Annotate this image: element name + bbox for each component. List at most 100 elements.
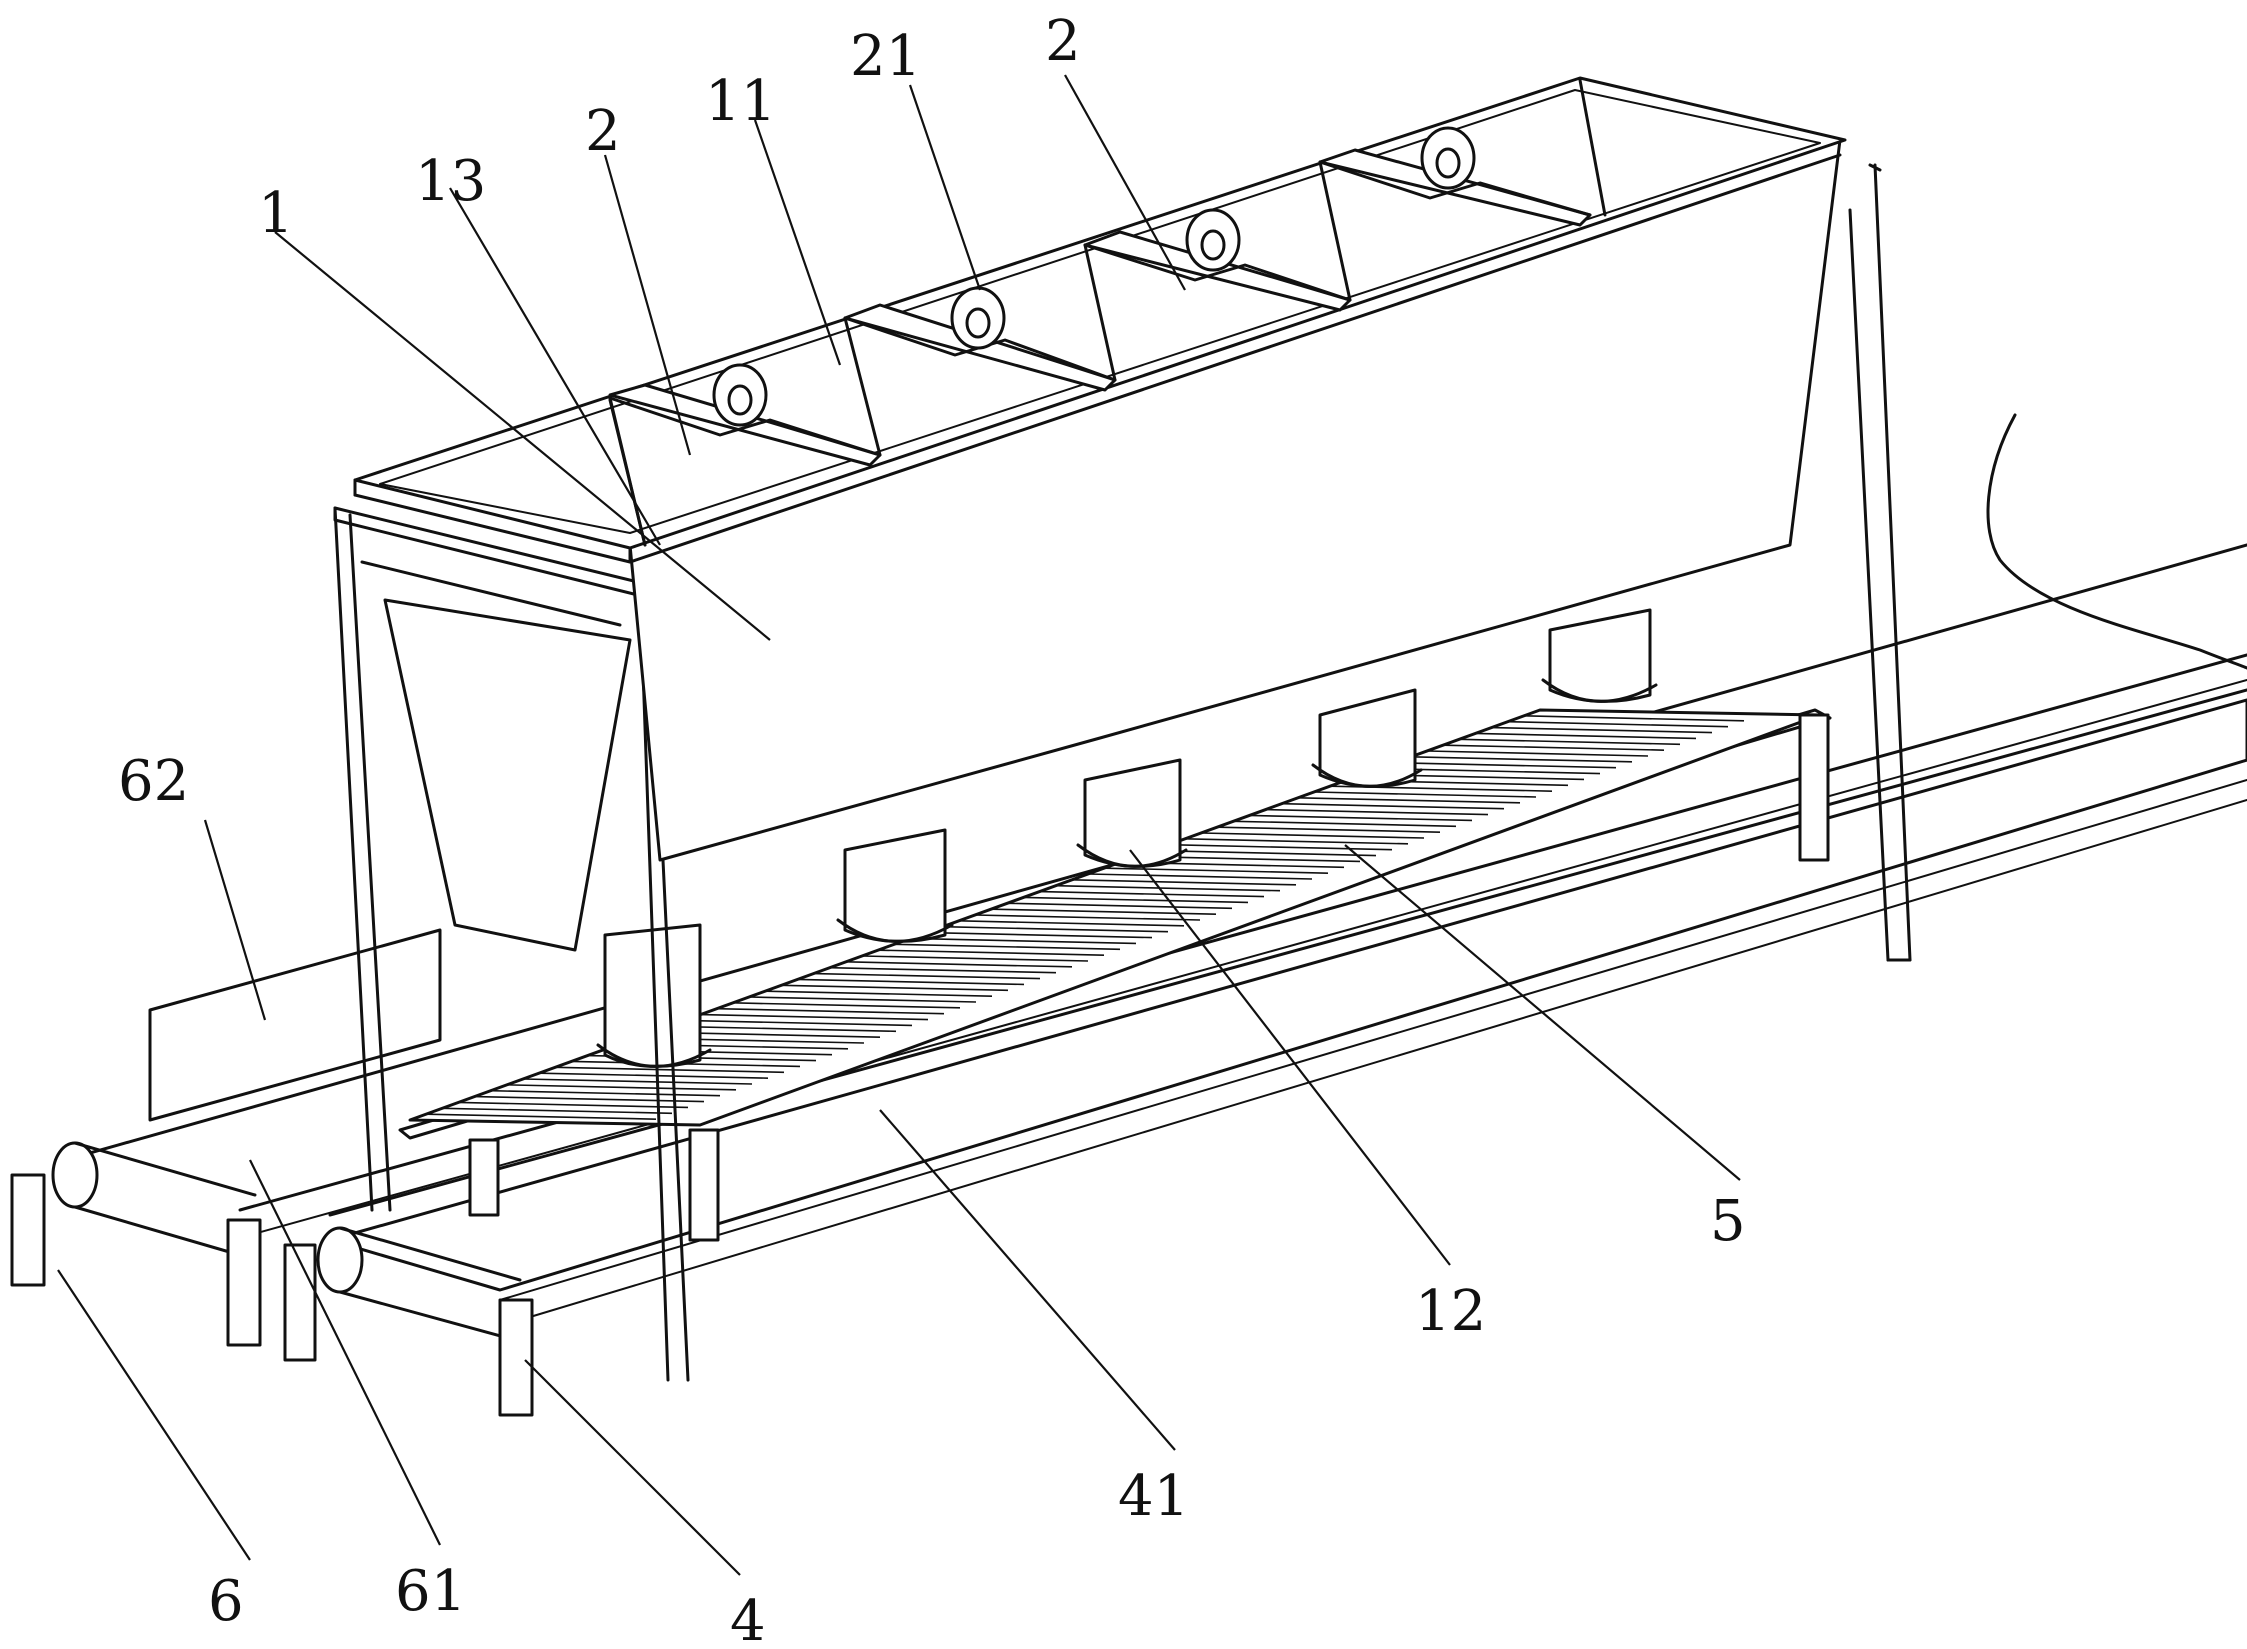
mesh-line <box>1443 744 1665 751</box>
discharge-pipe <box>1076 758 1188 868</box>
mesh-line <box>1459 738 1681 746</box>
mesh-line <box>1491 726 1713 734</box>
mesh-line <box>1200 832 1425 839</box>
mesh-line <box>1152 849 1377 857</box>
mesh-line <box>1394 761 1617 769</box>
mesh-line <box>765 990 993 997</box>
discharge-pipe <box>1311 688 1423 788</box>
mesh-line <box>506 1084 737 1091</box>
label-2-right: 2 <box>1045 9 1081 74</box>
mesh-line <box>1055 884 1281 892</box>
front-belt-bottom <box>499 779 2247 1301</box>
front-belt-lower <box>519 799 2247 1321</box>
mesh-support-left <box>468 1138 500 1217</box>
mesh-line <box>474 1095 705 1103</box>
mesh-line <box>490 1089 721 1097</box>
mesh-line <box>845 961 1073 968</box>
shaft-ring <box>1420 126 1476 190</box>
mesh-line <box>926 931 1153 939</box>
mesh-line <box>1087 873 1313 880</box>
front-conveyor <box>283 413 2247 1417</box>
mesh-line <box>894 943 1121 951</box>
mesh-screen <box>398 708 1832 1242</box>
mesh-line <box>748 996 977 1003</box>
mesh-line <box>522 1078 753 1085</box>
rear-leg-left <box>10 1173 46 1287</box>
mesh-line <box>1071 879 1297 886</box>
mesh-line <box>555 1066 785 1074</box>
mesh-support-mid <box>688 1128 720 1242</box>
mesh-line <box>1523 715 1745 722</box>
mesh-line <box>426 1113 657 1120</box>
front-roller-body <box>338 1226 522 1342</box>
label-13: 13 <box>415 149 486 214</box>
support-frame <box>333 163 1912 1382</box>
label-21: 21 <box>850 24 921 89</box>
label-61: 61 <box>395 1559 466 1624</box>
mesh-line <box>1168 843 1393 851</box>
leader-lines <box>57 74 1741 1576</box>
mesh-line <box>1039 890 1265 898</box>
guard-plate <box>148 928 442 1122</box>
shaft-ring <box>1185 208 1241 272</box>
front-belt-top <box>328 688 2247 1217</box>
mesh-line <box>958 920 1185 927</box>
mesh-line <box>442 1107 673 1115</box>
mesh-line <box>1426 750 1649 757</box>
label-1: 1 <box>258 181 294 246</box>
mesh-line <box>1297 797 1521 804</box>
mesh-line <box>1281 802 1505 810</box>
mesh-line <box>1007 902 1233 910</box>
mesh-support-right <box>1798 713 1830 862</box>
label-11: 11 <box>705 69 776 134</box>
mesh-grid <box>426 715 1745 1120</box>
front-roller-end <box>316 1226 364 1294</box>
rear-roller-end <box>51 1141 99 1209</box>
label-5: 5 <box>1710 1189 1746 1254</box>
mesh-line <box>1217 826 1441 833</box>
rear-roller-body <box>73 1141 257 1260</box>
mesh-line <box>732 1002 961 1009</box>
hopper-rim-inner <box>379 89 1821 534</box>
mesh-line <box>781 984 1009 992</box>
mesh-line <box>910 937 1137 945</box>
mesh-line <box>539 1072 769 1079</box>
material-flow-curve <box>1986 413 2247 670</box>
mesh-line <box>1265 808 1489 816</box>
mesh-line <box>797 978 1025 986</box>
mesh-line <box>878 949 1105 956</box>
mesh-line <box>1023 896 1249 904</box>
mesh-line <box>1410 756 1633 763</box>
rear-belt-edge-lower <box>249 679 2247 1236</box>
label-4: 4 <box>730 1589 766 1649</box>
hopper-end-face <box>383 598 632 952</box>
mesh-line <box>861 955 1089 962</box>
discharge-pipe <box>1541 608 1658 703</box>
label-12: 12 <box>1415 1279 1486 1344</box>
mesh-line <box>829 966 1057 974</box>
mesh-line <box>716 1007 945 1015</box>
label-2-left: 2 <box>585 99 621 164</box>
belt-side-panel <box>328 698 2247 1292</box>
discharge-pipes <box>596 608 1658 1068</box>
mesh-line <box>1507 720 1729 728</box>
mesh-line <box>1184 838 1409 845</box>
label-41: 41 <box>1118 1464 1189 1529</box>
mesh-line <box>668 1025 897 1033</box>
mesh-line <box>974 914 1201 921</box>
rear-leg-right <box>226 1218 262 1347</box>
shaft-ring <box>950 286 1006 350</box>
label-6: 6 <box>208 1569 244 1634</box>
mesh-line <box>700 1013 929 1021</box>
mesh-line <box>1104 867 1329 874</box>
mesh-line <box>458 1101 689 1109</box>
mesh-line <box>1475 732 1697 740</box>
discharge-pipe <box>836 828 954 943</box>
mesh-line <box>1313 791 1537 798</box>
discharge-pipe <box>596 923 712 1068</box>
mesh-line <box>813 972 1041 980</box>
front-leg-left <box>498 1298 534 1417</box>
shaft-ring <box>712 363 768 427</box>
